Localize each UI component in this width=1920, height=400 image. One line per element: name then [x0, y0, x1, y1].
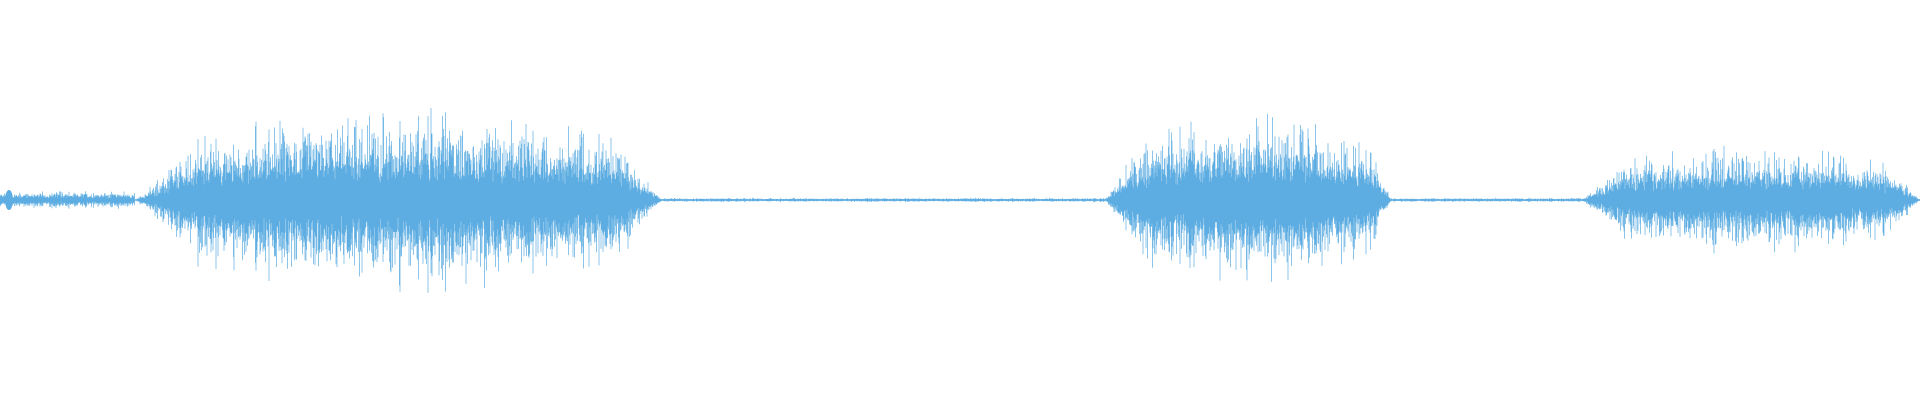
waveform-samples — [0, 107, 1920, 293]
waveform-bars — [0, 107, 1920, 293]
waveform-start-marker — [5, 190, 13, 210]
